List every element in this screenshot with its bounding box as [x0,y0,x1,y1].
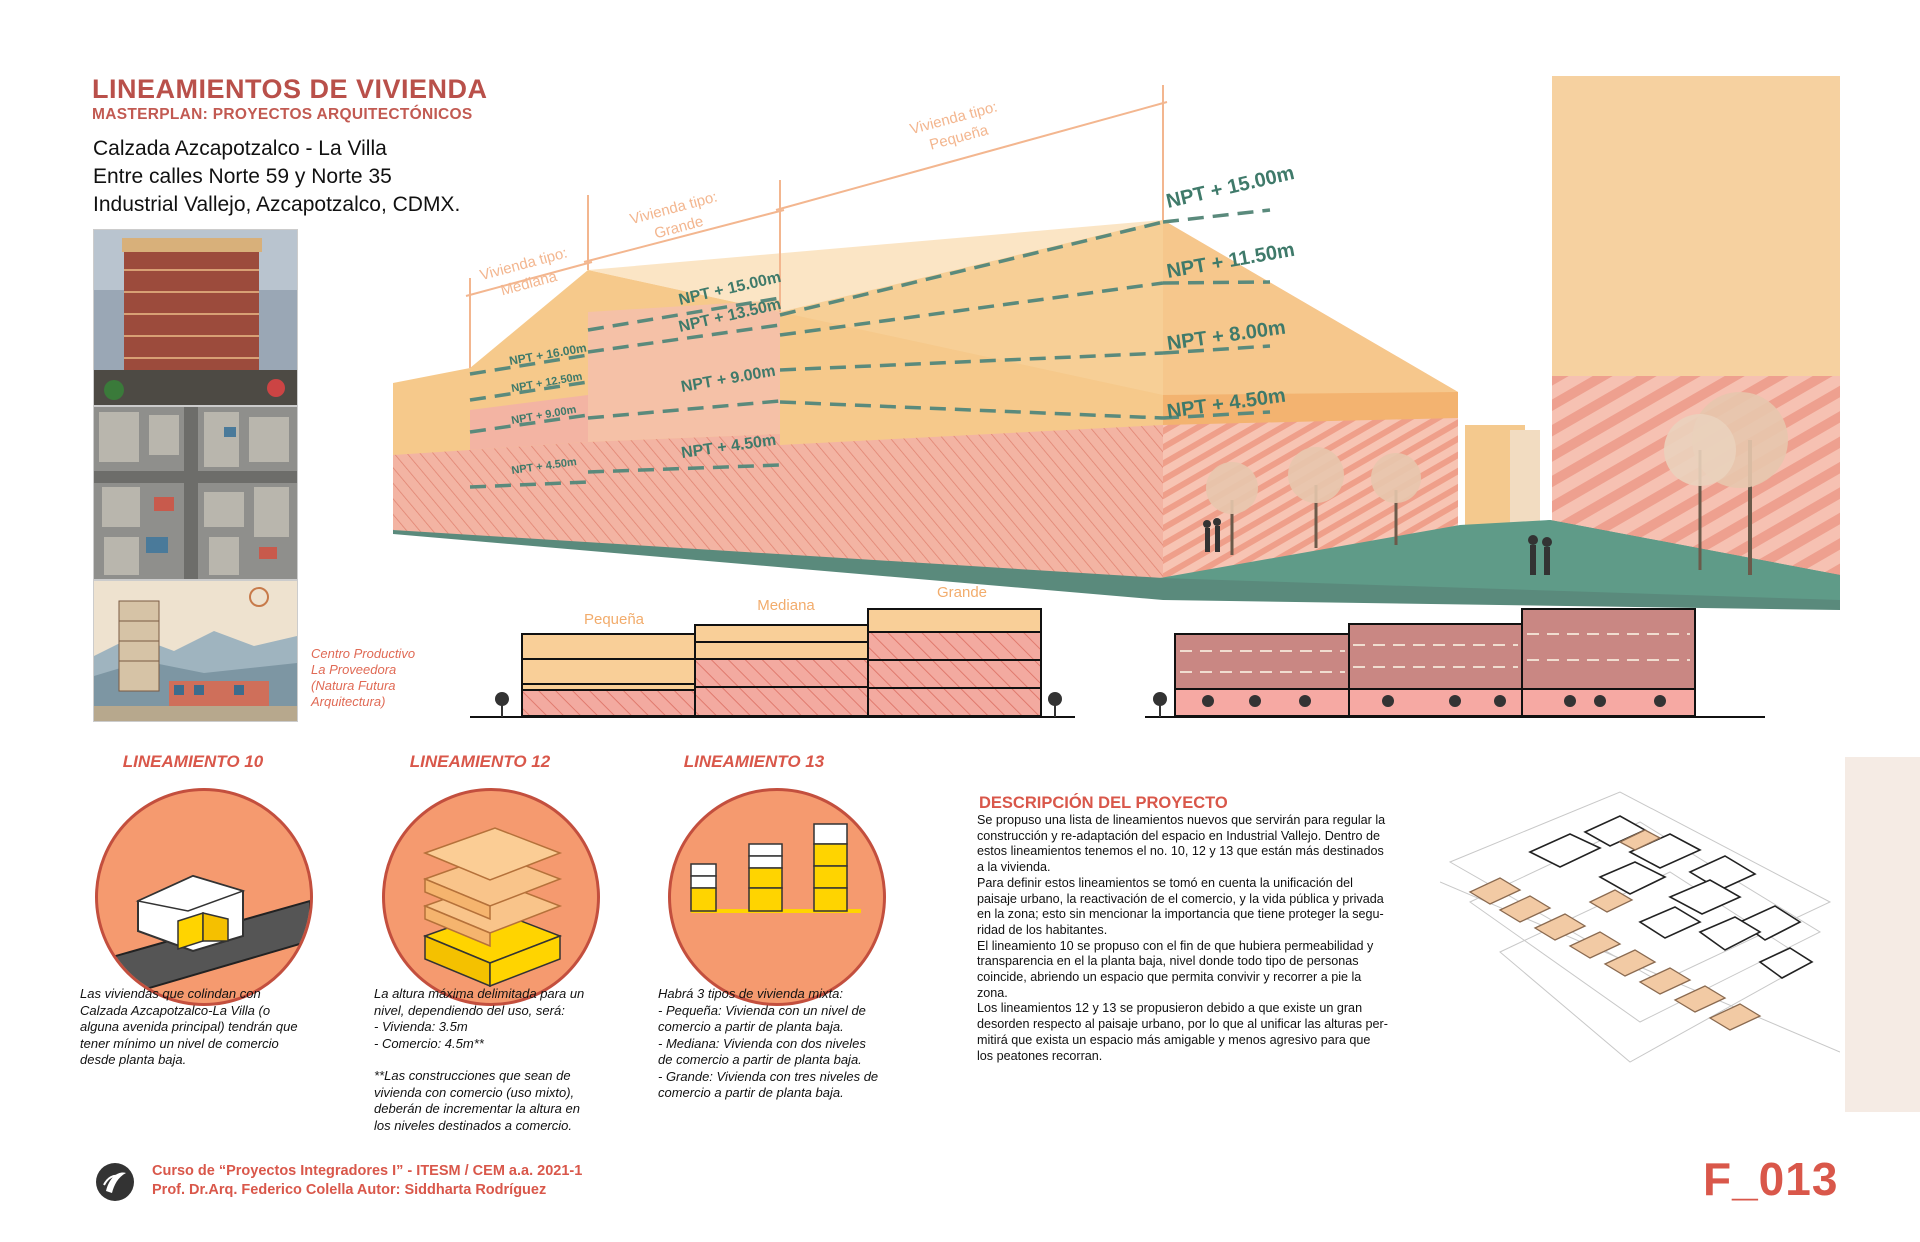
tree-icon [1371,453,1421,545]
section-label-mediana: Mediana [757,597,815,614]
lineamiento-12-diagram [382,788,600,1006]
street-perspective: Vivienda tipo: Mediana Vivienda tipo: Gr… [393,76,1840,610]
lineamiento-13-title: LINEAMIENTO 13 [683,752,825,771]
type-label-pequena: Vivienda tipo: Pequeña [908,99,999,154]
tree-icon [495,692,1666,717]
level-label: NPT + 15.00m [1164,162,1296,213]
description-text: Se propuso una lista de lineamientos nue… [977,813,1388,1063]
credit-line: Centro Productivo [311,646,416,661]
lineamiento-13-diagram [668,788,886,1006]
footer-author: Prof. Dr.Arq. Federico Colella Autor: Si… [152,1182,547,1198]
lineamiento-12-title: LINEAMIENTO 12 [409,752,551,771]
lineamiento-10-title: LINEAMIENTO 10 [122,752,264,771]
page-subtitle: MASTERPLAN: PROYECTOS ARQUITECTÓNICOS [92,106,473,123]
credit-line: Arquitectura) [311,694,386,709]
address-line: Industrial Vallejo, Azcapotzalco, CDMX. [93,193,461,216]
tree-icon [1206,462,1258,555]
section-mediana [694,624,869,643]
credit-line: (Natura Futura [311,678,396,693]
address: Calzada Azcapotzalco - La Villa Entre ca… [93,135,460,219]
section-pequena [521,633,696,660]
credit-line: La Proveedora [311,662,397,677]
photo-credit: Centro Productivo La Proveedora (Natura … [311,646,415,710]
lineamiento-13-text: Habrá 3 tipos de vivienda mixta:- Pequeñ… [658,986,879,1100]
reference-photo-building [93,229,298,406]
sidebar-band [1845,757,1920,1112]
section-existing [1174,633,1350,690]
section-grande [867,608,1042,633]
section-diagram: Pequeña Mediana Grande [470,584,1765,718]
reference-illustration [93,580,298,722]
distant-building [1510,430,1540,530]
logo-icon [96,1163,134,1201]
description-title: DESCRIPCIÓN DEL PROYECTO [979,794,1228,812]
reference-photo-aerial [93,406,298,580]
address-line: Entre calles Norte 59 y Norte 35 [93,165,392,188]
tree-icon [1288,447,1344,548]
section-label-pequena: Pequeña [584,611,645,628]
footer-course: Curso de “Proyectos Integradores I” - IT… [152,1163,583,1179]
address-line: Calzada Azcapotzalco - La Villa [93,137,387,160]
tower-right [1552,76,1840,376]
people-icon [1203,518,1552,575]
page-title: LINEAMIENTOS DE VIVIENDA [92,74,488,104]
masterplan-axonometric [1440,791,1840,1063]
lineamiento-10-diagram [95,788,313,1006]
sheet-code: F_013 [1703,1153,1839,1205]
section-label-grande: Grande [937,584,987,601]
tree-icon [1664,414,1736,570]
roof-top [588,220,1458,395]
